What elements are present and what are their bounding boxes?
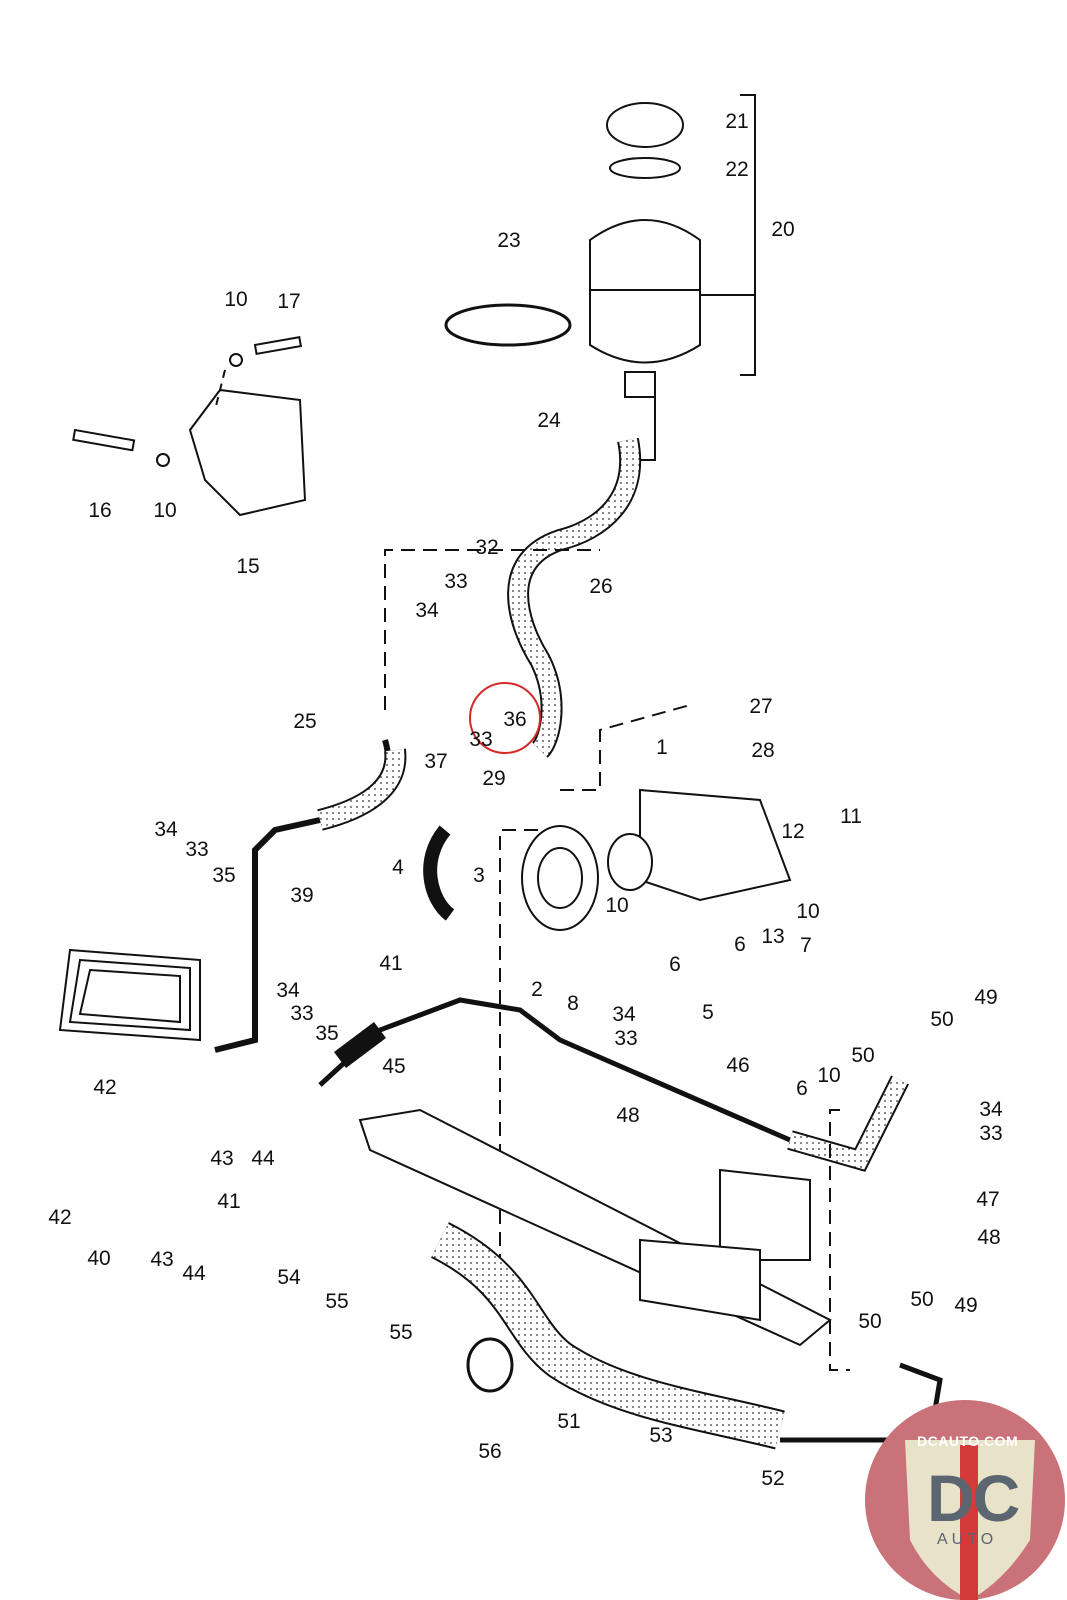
callout-10[interactable]: 10 xyxy=(605,894,629,917)
callout-34[interactable]: 34 xyxy=(276,979,300,1002)
reservoir xyxy=(589,102,701,398)
callout-13[interactable]: 13 xyxy=(761,925,785,948)
callout-23[interactable]: 23 xyxy=(497,229,521,252)
callout-36[interactable]: 36 xyxy=(503,708,527,731)
callout-4[interactable]: 4 xyxy=(392,856,404,879)
callout-22[interactable]: 22 xyxy=(725,158,749,181)
callout-41[interactable]: 41 xyxy=(379,952,403,975)
highlight-circle xyxy=(469,682,541,754)
callout-17[interactable]: 17 xyxy=(277,290,301,313)
callout-43[interactable]: 43 xyxy=(210,1147,234,1170)
callout-40[interactable]: 40 xyxy=(87,1247,111,1270)
callout-47[interactable]: 47 xyxy=(976,1188,1000,1211)
callout-53[interactable]: 53 xyxy=(649,1424,673,1447)
callout-50[interactable]: 50 xyxy=(930,1008,954,1031)
logo-url-text: DCAUTO.COM xyxy=(917,1433,1019,1449)
callout-25[interactable]: 25 xyxy=(293,710,317,733)
logo-sub-text: AUTO xyxy=(937,1531,998,1548)
callout-26[interactable]: 26 xyxy=(589,575,613,598)
callout-42[interactable]: 42 xyxy=(93,1076,117,1099)
callout-33[interactable]: 33 xyxy=(444,570,468,593)
callout-33[interactable]: 33 xyxy=(614,1027,638,1050)
callout-32[interactable]: 32 xyxy=(475,536,499,559)
callout-35[interactable]: 35 xyxy=(212,864,236,887)
callout-43[interactable]: 43 xyxy=(150,1248,174,1271)
callout-34[interactable]: 34 xyxy=(612,1003,636,1026)
callout-33[interactable]: 33 xyxy=(290,1002,314,1025)
callout-2[interactable]: 2 xyxy=(531,978,543,1001)
callout-33[interactable]: 33 xyxy=(979,1122,1003,1145)
callout-55[interactable]: 55 xyxy=(389,1321,413,1344)
callout-8[interactable]: 8 xyxy=(567,992,579,1015)
callout-44[interactable]: 44 xyxy=(251,1147,275,1170)
callout-44[interactable]: 44 xyxy=(182,1262,206,1285)
callout-6[interactable]: 6 xyxy=(669,953,681,976)
callout-49[interactable]: 49 xyxy=(974,986,998,1009)
callout-54[interactable]: 54 xyxy=(277,1266,301,1289)
callout-27[interactable]: 27 xyxy=(749,695,773,718)
callout-50[interactable]: 50 xyxy=(851,1044,875,1067)
cooler xyxy=(58,948,201,1042)
steering-rack xyxy=(358,1108,832,1347)
callout-51[interactable]: 51 xyxy=(557,1410,581,1433)
callout-33[interactable]: 33 xyxy=(469,728,493,751)
callout-33[interactable]: 33 xyxy=(185,838,209,861)
callout-6[interactable]: 6 xyxy=(796,1077,808,1100)
callout-10[interactable]: 10 xyxy=(817,1064,841,1087)
callout-34[interactable]: 34 xyxy=(154,818,178,841)
callout-46[interactable]: 46 xyxy=(726,1054,750,1077)
callout-1[interactable]: 1 xyxy=(656,736,668,759)
callout-5[interactable]: 5 xyxy=(702,1001,714,1024)
callout-56[interactable]: 56 xyxy=(478,1440,502,1463)
callout-39[interactable]: 39 xyxy=(290,884,314,907)
callout-7[interactable]: 7 xyxy=(800,934,812,957)
callout-16[interactable]: 16 xyxy=(88,499,112,522)
callout-48[interactable]: 48 xyxy=(977,1226,1001,1249)
callout-42[interactable]: 42 xyxy=(48,1206,72,1229)
callout-10[interactable]: 10 xyxy=(153,499,177,522)
callout-21[interactable]: 21 xyxy=(725,110,749,133)
callout-24[interactable]: 24 xyxy=(537,409,561,432)
callout-50[interactable]: 50 xyxy=(910,1288,934,1311)
callout-15[interactable]: 15 xyxy=(236,555,260,578)
callout-41[interactable]: 41 xyxy=(217,1190,241,1213)
callout-29[interactable]: 29 xyxy=(482,767,506,790)
logo-main-text: DC xyxy=(927,1461,1020,1535)
callout-10[interactable]: 10 xyxy=(224,288,248,311)
power-steering-pump xyxy=(521,788,792,931)
bracket-20 xyxy=(740,94,756,376)
callout-3[interactable]: 3 xyxy=(473,864,485,887)
callout-45[interactable]: 45 xyxy=(382,1055,406,1078)
callout-12[interactable]: 12 xyxy=(781,820,805,843)
callout-6[interactable]: 6 xyxy=(734,933,746,956)
callout-28[interactable]: 28 xyxy=(751,739,775,762)
callout-34[interactable]: 34 xyxy=(979,1098,1003,1121)
callout-48[interactable]: 48 xyxy=(616,1104,640,1127)
callout-50[interactable]: 50 xyxy=(858,1310,882,1333)
callout-55[interactable]: 55 xyxy=(325,1290,349,1313)
callout-34[interactable]: 34 xyxy=(415,599,439,622)
callout-11[interactable]: 11 xyxy=(840,805,862,828)
callout-10[interactable]: 10 xyxy=(796,900,820,923)
callout-37[interactable]: 37 xyxy=(424,750,448,773)
callout-35[interactable]: 35 xyxy=(315,1022,339,1045)
callout-49[interactable]: 49 xyxy=(954,1294,978,1317)
callout-52[interactable]: 52 xyxy=(761,1467,785,1490)
logo-badge xyxy=(865,1400,1065,1600)
callout-20[interactable]: 20 xyxy=(771,218,795,241)
